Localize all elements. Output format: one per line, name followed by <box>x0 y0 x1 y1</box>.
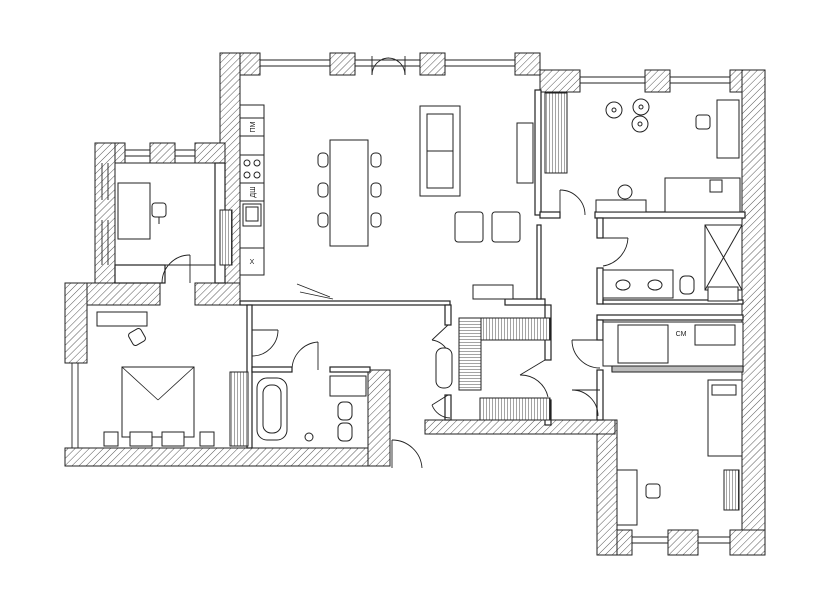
nightstands <box>103 431 215 447</box>
windows <box>71 59 730 544</box>
bottom-right-radiator <box>723 469 740 511</box>
living-radiator <box>472 284 514 300</box>
bed-fold <box>121 366 159 401</box>
tv-stand <box>516 122 534 184</box>
closet-top <box>479 317 551 341</box>
lamps <box>605 98 650 200</box>
bed-bottom-right-pillow <box>711 384 737 396</box>
study-chair <box>151 202 167 224</box>
bathroom-2 <box>602 224 743 302</box>
fridge-label: Х <box>250 259 255 266</box>
floor-ladder <box>296 283 334 300</box>
wardrobe-left-bedroom <box>229 371 249 447</box>
oven-label: ДШ <box>250 186 257 197</box>
bed-pillow <box>709 179 723 193</box>
bench <box>595 199 647 213</box>
bedroom-chair <box>695 114 711 130</box>
dining-set <box>317 139 382 247</box>
corridor-bench <box>435 347 453 389</box>
dishwasher-label: ПМ <box>250 121 257 132</box>
study-wall-lining <box>114 162 216 266</box>
desk-right-bedroom <box>716 99 740 159</box>
main-bathroom <box>256 375 367 442</box>
left-bedroom-chair <box>128 328 146 346</box>
bottom-right-chair <box>645 483 661 499</box>
study-desk <box>117 182 151 240</box>
doors <box>161 56 629 469</box>
closet-bottom <box>479 397 551 421</box>
sofa <box>419 105 461 197</box>
kitchen-radiator <box>219 209 233 266</box>
armchair-right <box>491 211 521 243</box>
armchair-left <box>454 211 484 243</box>
laundry-shelf <box>611 365 744 373</box>
exterior-walls <box>64 52 766 556</box>
bed-left-bedroom <box>121 366 195 438</box>
closet-side <box>458 317 482 391</box>
kitchen-counter <box>239 104 265 276</box>
washing-machine-label: СМ <box>676 331 687 338</box>
bed-right-bedroom <box>664 177 741 213</box>
wardrobe-right-bedroom <box>544 92 568 174</box>
desk-left-bedroom <box>96 311 148 327</box>
laundry-counter <box>602 321 744 367</box>
desk-bottom-right <box>616 469 638 526</box>
